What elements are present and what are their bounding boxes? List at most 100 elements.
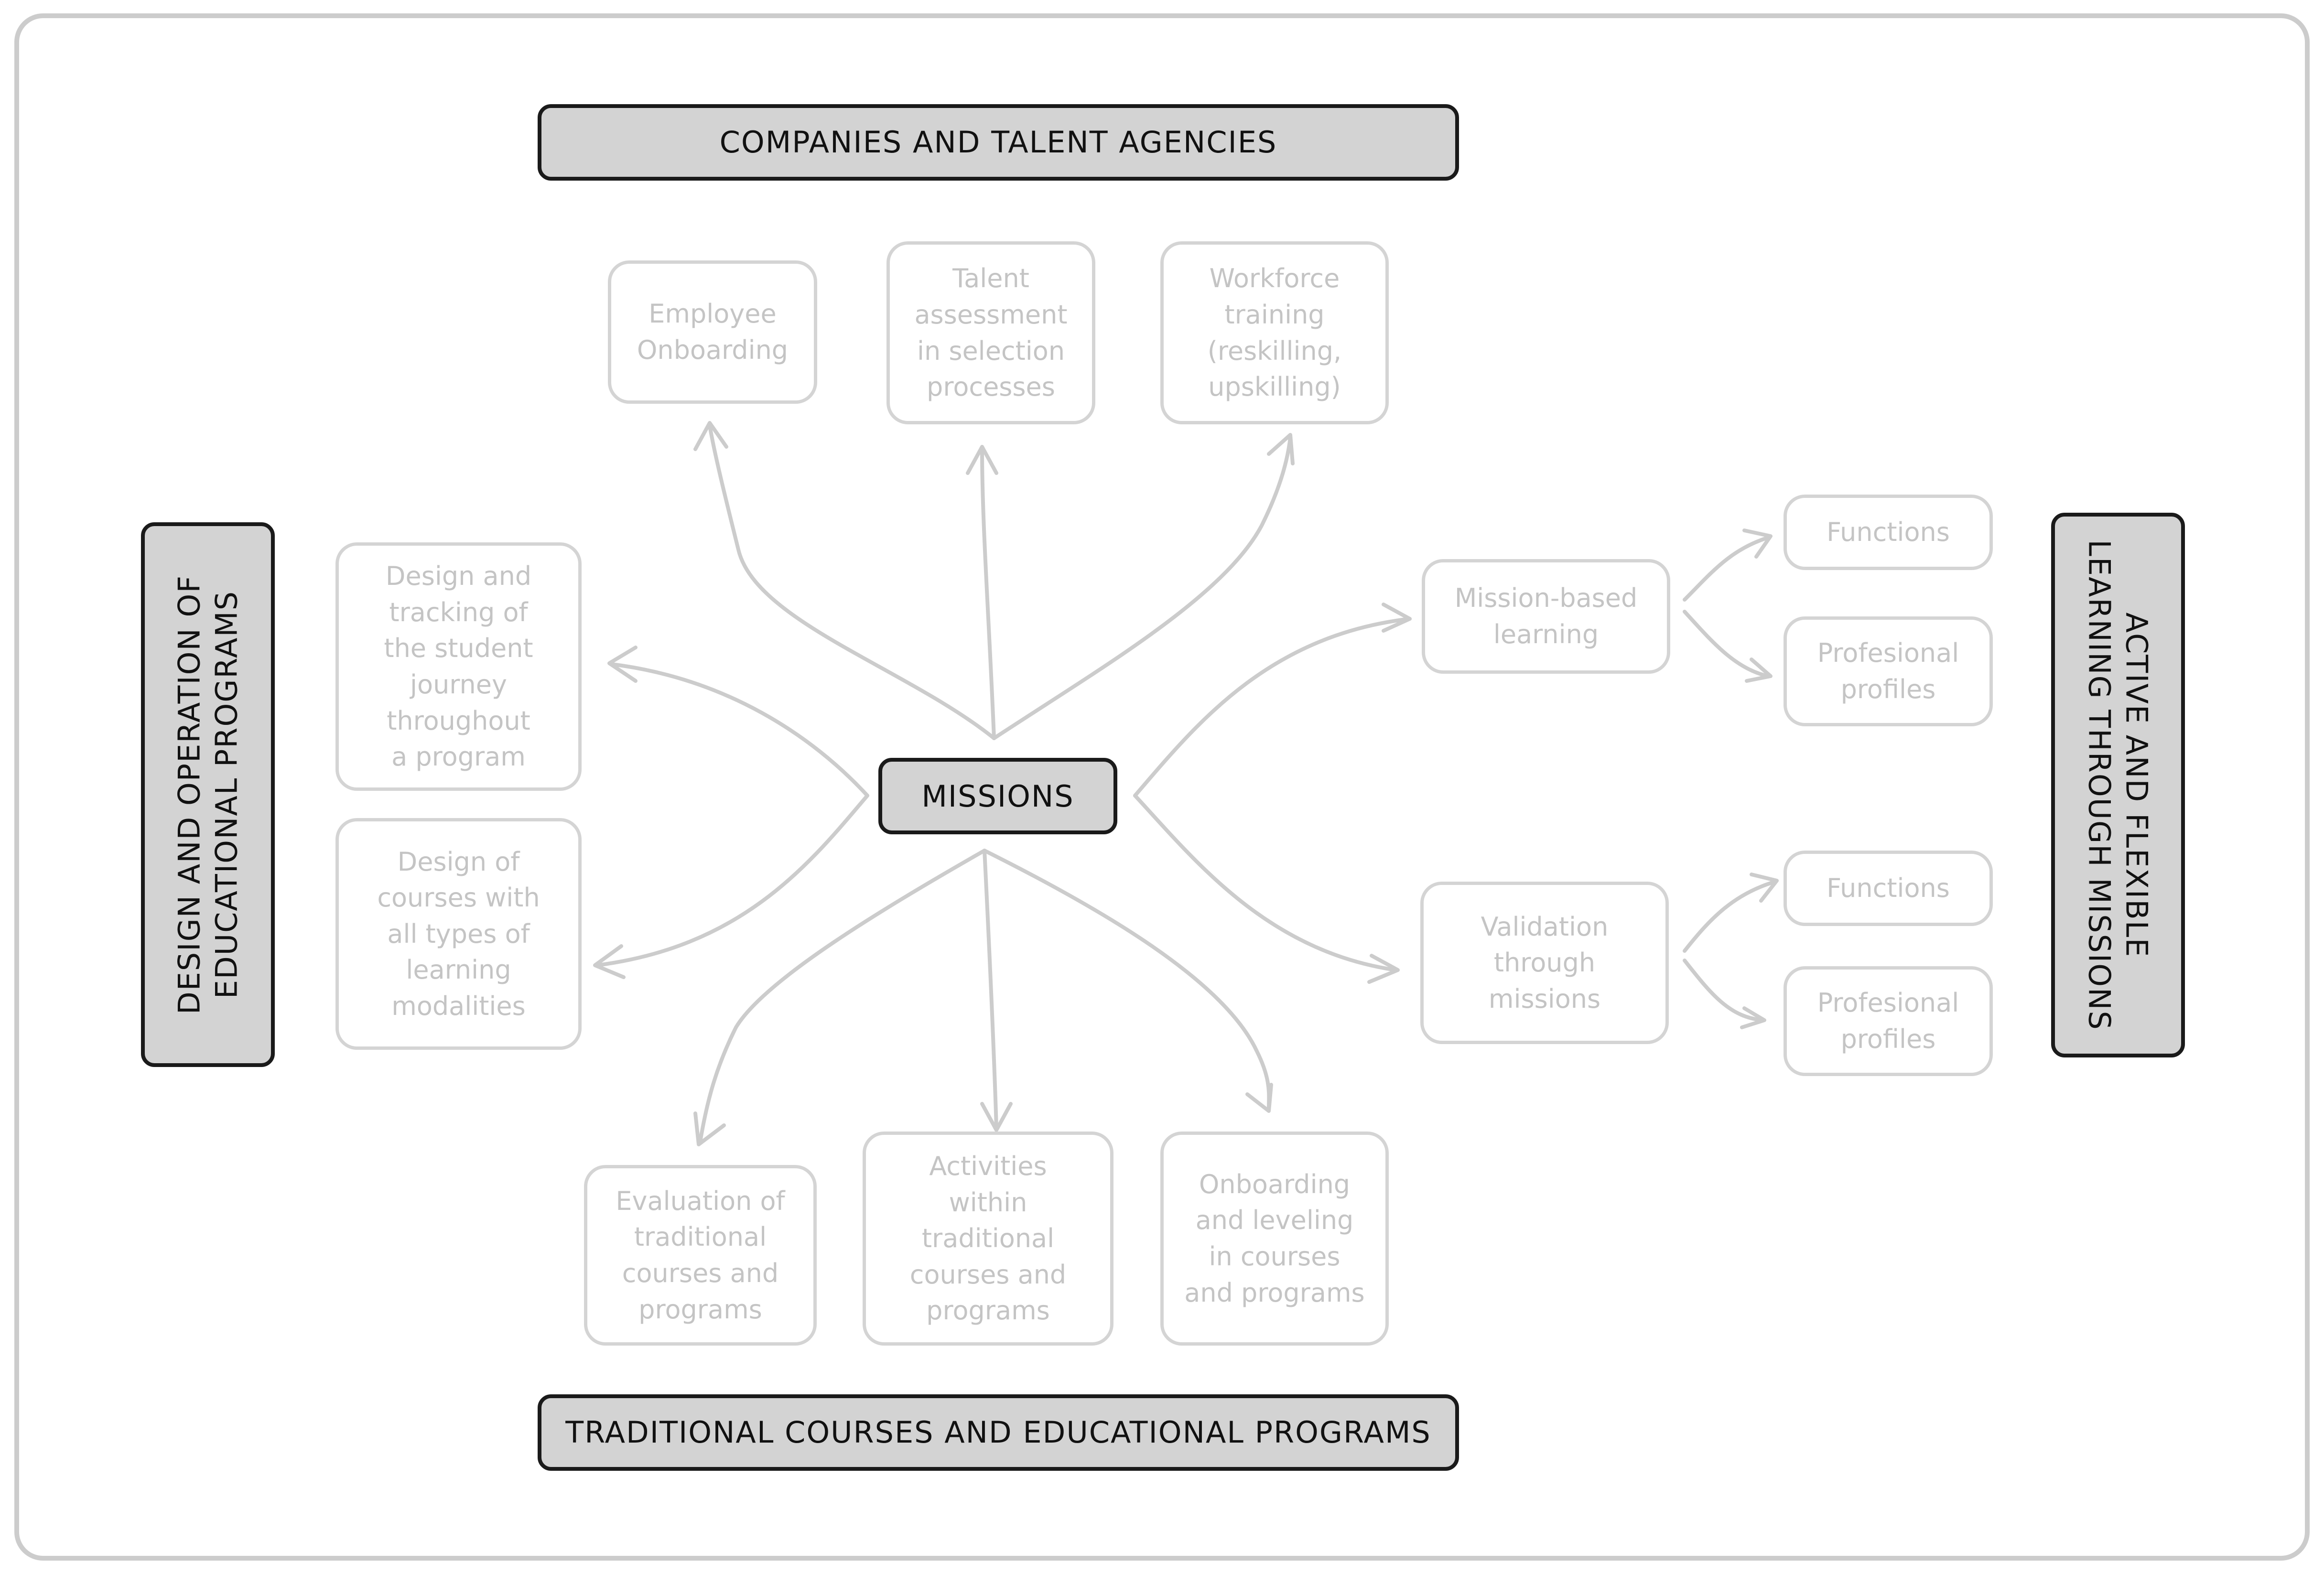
node-text-line: Functions: [1827, 517, 1950, 548]
banner-active-flexible-learning: ACTIVE AND FLEXIBLE LEARNING THROUGH MIS…: [2051, 513, 2185, 1057]
node-text-line: Talent: [952, 263, 1029, 294]
banner-top-label: COMPANIES AND TALENT AGENCIES: [719, 124, 1277, 160]
banner-left-line-2: EDUCATIONAL PROGRAMS: [209, 590, 244, 999]
node-text-line: learning: [406, 955, 511, 985]
arrow-to-course-design: [595, 794, 869, 967]
arrowhead-mission: [1382, 603, 1412, 633]
arrowhead-course: [593, 944, 626, 979]
arrowhead-talent: [966, 445, 998, 475]
node-text-line: learning: [1493, 619, 1599, 649]
arrowhead-evaluation: [693, 1111, 726, 1146]
node-profiles-2: Profesional profiles: [1784, 966, 1993, 1076]
arrow-to-mission-based: [1133, 617, 1412, 798]
node-text-line: Functions: [1827, 873, 1950, 904]
arrow-to-onboarding-leveling: [983, 849, 1271, 1110]
node-text-line: programs: [638, 1294, 762, 1325]
node-text-line: throughout: [387, 705, 530, 736]
node-text-line: Employee: [649, 299, 777, 329]
node-mission-based-learning: Mission-based learning: [1422, 559, 1670, 674]
node-text-line: Mission-based: [1454, 583, 1638, 614]
arrowhead-profiles-1: [1745, 658, 1773, 683]
arrow-to-functions-2: [1683, 880, 1777, 953]
node-text-line: all types of: [387, 918, 530, 949]
node-text-line: traditional: [921, 1223, 1055, 1254]
node-text-line: modalities: [391, 991, 526, 1021]
arrow-to-profiles-1: [1683, 610, 1770, 678]
banner-traditional-courses: TRADITIONAL COURSES AND EDUCATIONAL PROG…: [538, 1394, 1459, 1471]
node-text-line: upskilling): [1208, 372, 1341, 402]
node-text-line: programs: [926, 1295, 1050, 1326]
node-text-line: (reskilling,: [1207, 335, 1342, 366]
node-text-line: Design and: [385, 561, 532, 592]
node-text-line: assessment: [914, 299, 1068, 330]
arrowhead-functions-1: [1742, 528, 1773, 559]
arrow-to-validation: [1133, 794, 1397, 972]
node-text-line: the student: [384, 633, 533, 664]
center-node-label: MISSIONS: [921, 778, 1074, 814]
node-text-line: processes: [927, 372, 1055, 402]
node-text-line: profiles: [1840, 674, 1936, 704]
banner-left-label: DESIGN AND OPERATION OF EDUCATIONAL PROG…: [171, 575, 245, 1014]
arrow-to-functions-1: [1683, 536, 1770, 602]
node-text-line: courses and: [622, 1258, 779, 1288]
node-employee-onboarding: Employee Onboarding: [608, 260, 817, 404]
node-text-line: profiles: [1840, 1024, 1936, 1054]
node-text-line: Profesional: [1817, 638, 1959, 668]
node-text-line: in selection: [917, 335, 1065, 366]
arrowhead-journey: [607, 646, 638, 683]
node-text-line: missions: [1488, 983, 1601, 1014]
node-workforce-training: Workforce training (reskilling, upskilli…: [1160, 241, 1389, 424]
arrow-to-student-journey: [610, 662, 869, 798]
node-text-line: Onboarding: [1199, 1169, 1351, 1199]
node-text-line: traditional: [634, 1222, 767, 1252]
node-text-line: through: [1493, 948, 1596, 978]
node-text-line: Activities: [929, 1151, 1047, 1182]
center-node-missions: MISSIONS: [878, 758, 1117, 834]
node-functions-2: Functions: [1784, 851, 1993, 926]
banner-right-label: ACTIVE AND FLEXIBLE LEARNING THROUGH MIS…: [2081, 539, 2155, 1030]
node-talent-assessment: Talent assessment in selection processes: [886, 241, 1095, 424]
banner-right-line-2: LEARNING THROUGH MISSIONS: [2082, 539, 2117, 1031]
node-text-line: Design of: [397, 846, 520, 877]
banner-bottom-label: TRADITIONAL COURSES AND EDUCATIONAL PROG…: [565, 1414, 1431, 1450]
node-activities-courses: Activities within traditional courses an…: [863, 1132, 1113, 1346]
node-text-line: within: [949, 1187, 1027, 1218]
node-text-line: Validation: [1481, 911, 1609, 942]
banner-companies-talent-agencies: COMPANIES AND TALENT AGENCIES: [538, 104, 1459, 181]
node-text-line: and programs: [1184, 1277, 1365, 1308]
arrowhead-workforce: [1267, 433, 1295, 465]
node-validation-missions: Validation through missions: [1420, 882, 1669, 1044]
node-text-line: tracking of: [389, 597, 528, 627]
arrow-to-evaluation: [698, 849, 986, 1144]
node-evaluation-courses: Evaluation of traditional courses and pr…: [584, 1165, 817, 1346]
banner-left-line-1: DESIGN AND OPERATION OF: [172, 575, 207, 1014]
node-text-line: and leveling: [1195, 1205, 1354, 1236]
node-text-line: in courses: [1209, 1241, 1340, 1272]
arrow-to-employee-onboarding: [708, 423, 996, 740]
node-student-journey: Design and tracking of the student journ…: [335, 542, 582, 791]
node-onboarding-leveling: Onboarding and leveling in courses and p…: [1160, 1132, 1389, 1346]
banner-design-operation-programs: DESIGN AND OPERATION OF EDUCATIONAL PROG…: [141, 522, 275, 1067]
arrow-to-activities: [983, 849, 998, 1130]
arrow-to-profiles-2: [1683, 959, 1765, 1022]
node-text-line: Workforce: [1209, 263, 1340, 294]
arrowhead-onboarding: [1245, 1083, 1273, 1113]
node-text-line: Profesional: [1817, 988, 1959, 1018]
banner-right-line-1: ACTIVE AND FLEXIBLE: [2119, 612, 2154, 958]
arrowhead-profiles-2: [1740, 1006, 1766, 1029]
arrow-to-workforce-training: [992, 435, 1292, 740]
arrowhead-validation: [1367, 954, 1400, 984]
node-text-line: Evaluation of: [616, 1186, 785, 1216]
arrowhead-activities: [980, 1102, 1013, 1132]
arrow-to-talent-assessment: [980, 447, 996, 740]
node-text-line: Onboarding: [637, 335, 789, 365]
node-text-line: a program: [391, 742, 526, 772]
node-text-line: courses with: [377, 883, 540, 913]
node-profiles-1: Profesional profiles: [1784, 616, 1993, 726]
arrowhead-employee: [693, 421, 728, 451]
node-text-line: journey: [410, 669, 507, 700]
arrowhead-functions-2: [1750, 873, 1779, 903]
node-course-design: Design of courses with all types of lear…: [335, 818, 582, 1050]
node-text-line: training: [1224, 299, 1325, 330]
